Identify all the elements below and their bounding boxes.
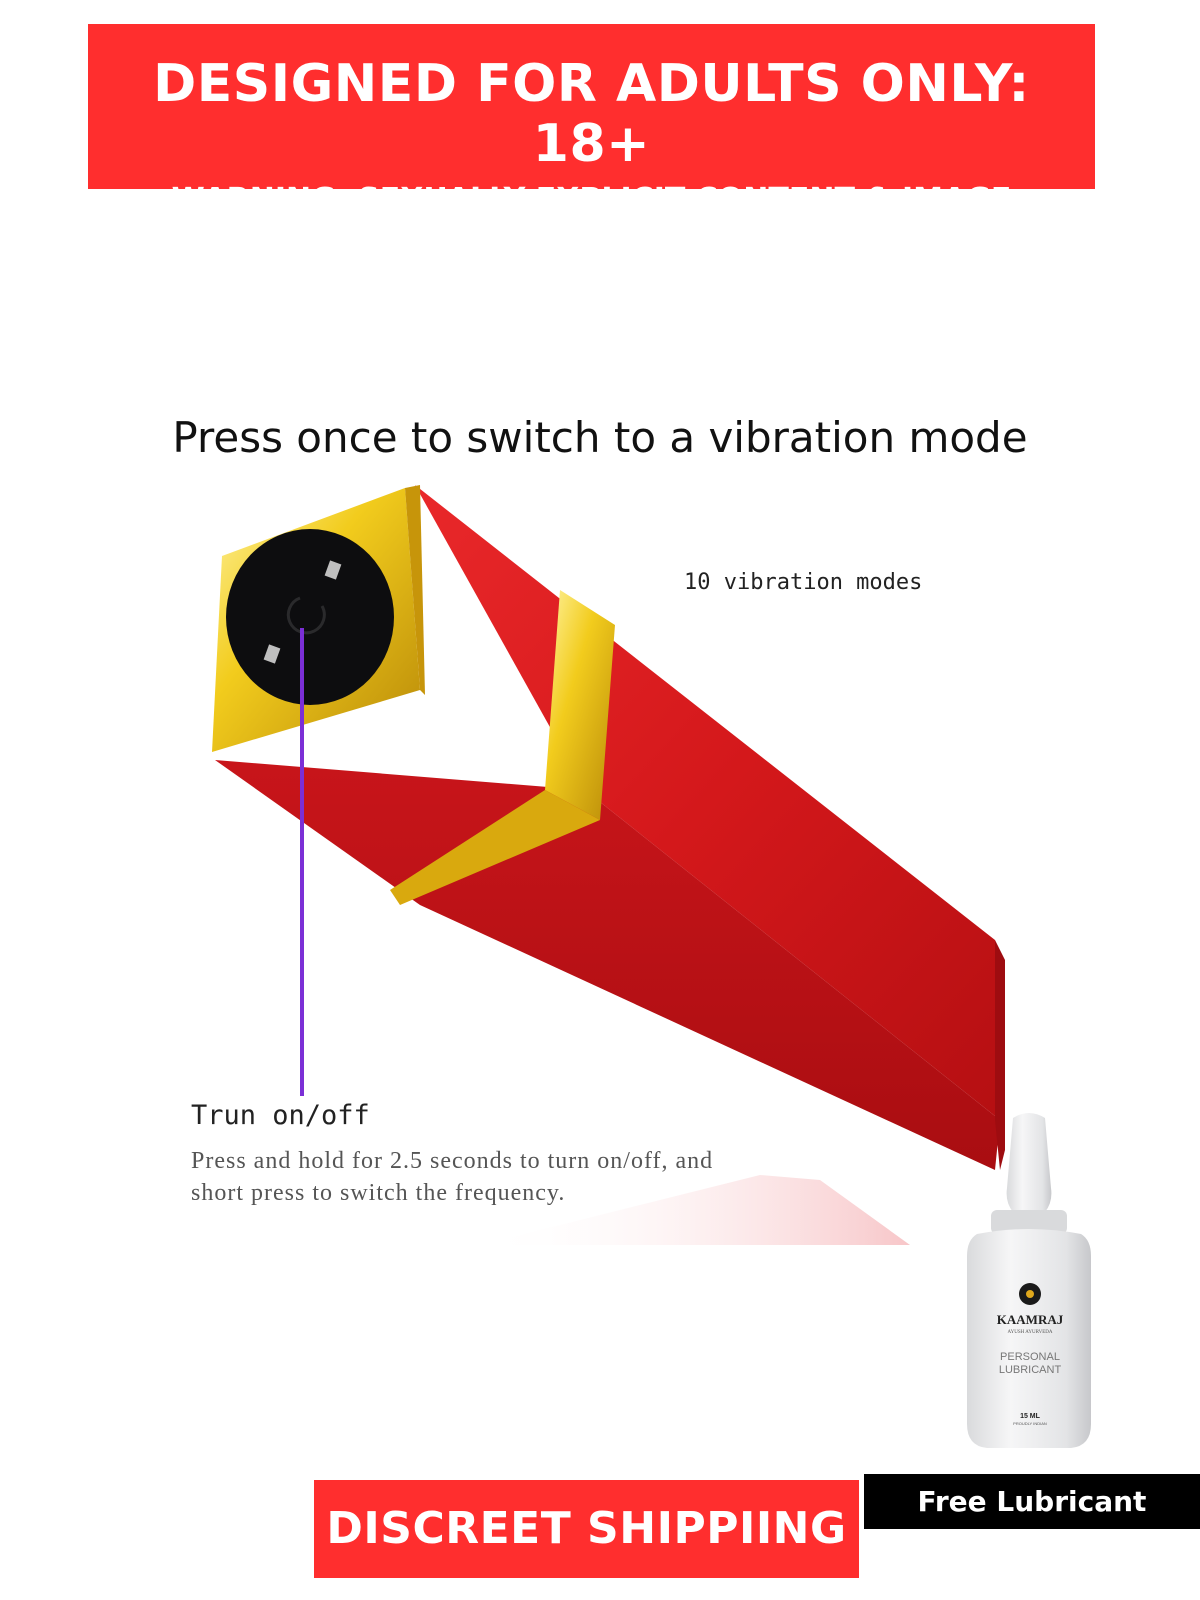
kaamraj-logo-icon xyxy=(1019,1283,1041,1305)
vibration-modes-label: 10 vibration modes xyxy=(684,570,923,595)
button-face xyxy=(226,529,394,705)
power-callout-description: Press and hold for 2.5 seconds to turn o… xyxy=(191,1148,714,1206)
gold-band xyxy=(545,590,615,820)
bottle-brand: KAAMRAJ xyxy=(997,1312,1064,1327)
banner-subtitle: WARNING: SEXUALLY EXPLICIT CONTENT & IMA… xyxy=(171,182,1012,217)
product-body-side xyxy=(215,760,1000,1170)
power-callout-title: Trun on/off xyxy=(191,1100,370,1131)
discreet-shipping-banner: DISCREET SHIPPIING xyxy=(314,1480,859,1578)
bottle-volume: 15 ML xyxy=(1020,1413,1041,1420)
banner-title: DESIGNED FOR ADULTS ONLY: 18+ xyxy=(153,54,1030,174)
bottle-product-line1: PERSONAL xyxy=(1000,1351,1060,1363)
bottle-tagline: AYUSH AYURVEDA xyxy=(1008,1330,1053,1335)
floor-reflection xyxy=(480,1175,910,1245)
bottle-origin: PROUDLY INDIAN xyxy=(1013,1421,1047,1426)
gold-band-lower xyxy=(390,790,600,905)
gold-face-edge xyxy=(405,485,425,695)
contact-dot xyxy=(263,644,281,664)
free-lubricant-tag: Free Lubricant xyxy=(864,1474,1200,1529)
lubricant-bottle: KAAMRAJ AYUSH AYURVEDA PERSONAL LUBRICAN… xyxy=(967,1113,1091,1448)
contact-dot xyxy=(324,560,342,580)
adults-only-banner: DESIGNED FOR ADULTS ONLY: 18+ WARNING: S… xyxy=(88,24,1095,217)
bottle-product-line2: LUBRICANT xyxy=(999,1364,1062,1376)
product-end xyxy=(995,940,1005,1170)
page-headline: Press once to switch to a vibration mode xyxy=(172,413,1028,462)
